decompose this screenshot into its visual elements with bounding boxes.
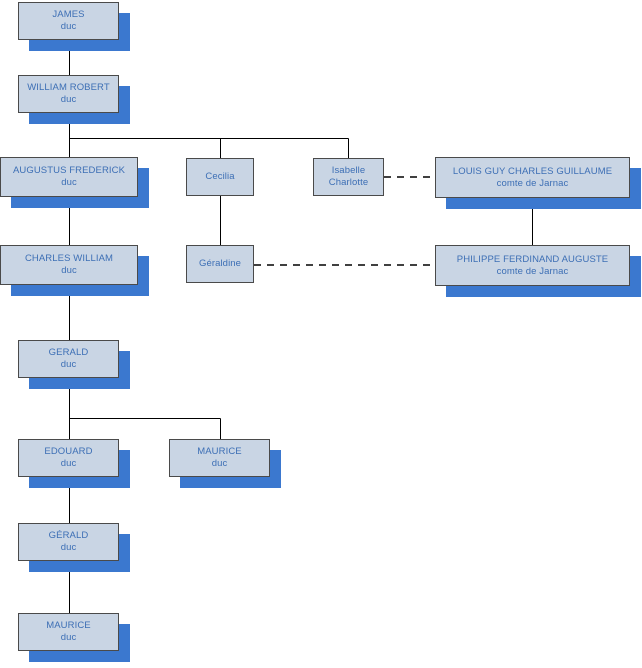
node-william-robert[interactable]: WILLIAM ROBERT duc [18,75,119,113]
node-name: WILLIAM ROBERT [27,82,110,93]
node-name: Isabelle [331,165,366,176]
node-title: comte de Jarnac [496,177,569,189]
node-edouard[interactable]: EDOUARD duc [18,439,119,477]
node-james[interactable]: JAMES duc [18,2,119,40]
node-name: MAURICE [46,620,91,631]
node-title: duc [61,177,77,188]
node-augustus-frederick[interactable]: AUGUSTUS FREDERICK duc [0,157,138,197]
node-name: CHARLES WILLIAM [24,253,114,264]
node-title: duc [60,542,77,553]
node-title: duc [60,21,77,32]
node-maurice-2[interactable]: MAURICE duc [18,613,119,651]
node-name: AUGUSTUS FREDERICK [12,165,126,176]
node-geraldine[interactable]: Géraldine [186,245,254,283]
node-charles-william[interactable]: CHARLES WILLIAM duc [0,245,138,285]
node-isabelle-charlotte[interactable]: Isabelle Charlotte [313,158,384,196]
node-name: MAURICE [197,446,242,457]
node-title: duc [61,265,77,276]
node-name: PHILIPPE FERDINAND AUGUSTE [456,253,609,265]
node-gerald[interactable]: GERALD duc [18,340,119,378]
node-cecilia[interactable]: Cecilia [186,158,254,196]
node-name: LOUIS GUY CHARLES GUILLAUME [452,165,613,177]
node-louis-guy-charles-guillaume[interactable]: LOUIS GUY CHARLES GUILLAUME comte de Jar… [435,157,630,198]
node-title: duc [211,458,228,469]
node-name: Cecilia [205,171,235,182]
node-gerald-accent[interactable]: GÉRALD duc [18,523,119,561]
node-name: EDOUARD [44,446,93,457]
node-title: duc [60,359,77,370]
node-title: comte de Jarnac [496,265,569,277]
node-title: duc [60,458,77,469]
node-maurice-1[interactable]: MAURICE duc [169,439,270,477]
node-title: duc [60,632,77,643]
node-philippe-ferdinand-auguste[interactable]: PHILIPPE FERDINAND AUGUSTE comte de Jarn… [435,245,630,286]
node-name: JAMES [52,9,85,20]
node-name: GÉRALD [48,530,89,541]
node-name: GERALD [48,347,89,358]
node-title: duc [60,94,77,105]
node-title: Charlotte [328,177,369,188]
node-name: Géraldine [198,258,242,269]
